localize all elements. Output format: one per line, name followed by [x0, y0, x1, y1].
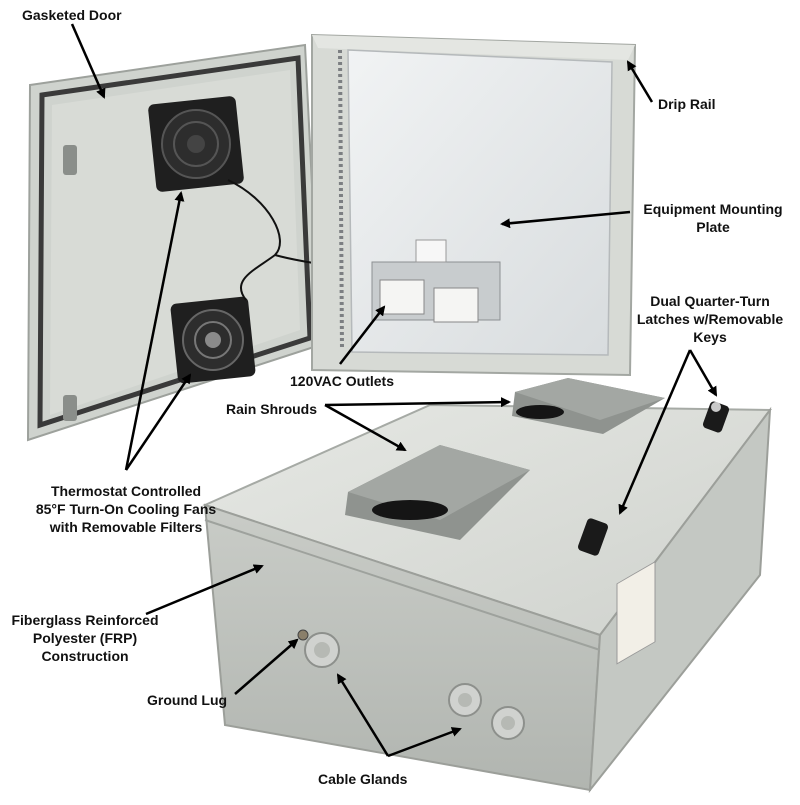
arrow-gasketed-door — [70, 23, 106, 99]
arrow-drip-rail — [626, 60, 654, 103]
latch-front — [577, 518, 609, 556]
door-latch-bottom — [63, 395, 77, 421]
door-gasket — [37, 55, 313, 429]
cooling-fan-lower — [170, 296, 256, 384]
cable-gland-2 — [448, 683, 482, 717]
label-ground-lug: Ground Lug — [147, 692, 228, 708]
arrow-gland-2 — [387, 727, 462, 758]
arrow-fan-upper — [124, 191, 185, 471]
closed-enclosure — [202, 378, 772, 794]
arrow-shroud-front — [324, 403, 407, 452]
rain-shroud-front — [345, 445, 530, 540]
label-frp-construction: Fiberglass Reinforced Polyester (FRP) Co… — [11, 612, 159, 664]
label-mounting-plate: Equipment Mounting Plate — [643, 201, 783, 235]
arrow-mounting-plate — [500, 210, 631, 229]
label-outlets: 120VAC Outlets — [290, 373, 394, 389]
arrow-fan-lower — [124, 373, 192, 471]
rain-shroud-rear — [512, 378, 665, 434]
arrow-shroud-rear — [324, 397, 511, 408]
label-drip-rail: Drip Rail — [658, 96, 716, 112]
label-cooling-fans: Thermostat Controlled 85°F Turn-On Cooli… — [35, 483, 217, 535]
arrow-ground-lug — [234, 638, 299, 695]
label-gasketed-door: Gasketed Door — [22, 7, 122, 23]
drip-rail — [312, 35, 635, 60]
arrow-latch-rear — [688, 349, 718, 397]
label-latches: Dual Quarter-Turn Latches w/Removable Ke… — [636, 293, 784, 345]
arrow-gland-1 — [336, 673, 390, 757]
enclosure-side — [588, 406, 772, 794]
warning-label — [616, 561, 656, 665]
open-enclosure — [26, 33, 637, 442]
arrow-frp — [145, 564, 264, 616]
cable-gland-3 — [491, 706, 525, 740]
arrow-outlets — [339, 305, 386, 365]
ground-lug — [297, 629, 309, 641]
label-rain-shrouds: Rain Shrouds — [226, 401, 318, 417]
cable-gland-1 — [304, 632, 340, 668]
cooling-fan-upper — [148, 96, 244, 192]
outlet-box — [371, 239, 501, 323]
door-latch-top — [63, 145, 77, 175]
callout-arrows — [70, 23, 718, 758]
arrow-latch-front — [618, 349, 692, 515]
latch-rear — [702, 401, 730, 433]
label-cable-glands: Cable Glands — [318, 771, 408, 787]
